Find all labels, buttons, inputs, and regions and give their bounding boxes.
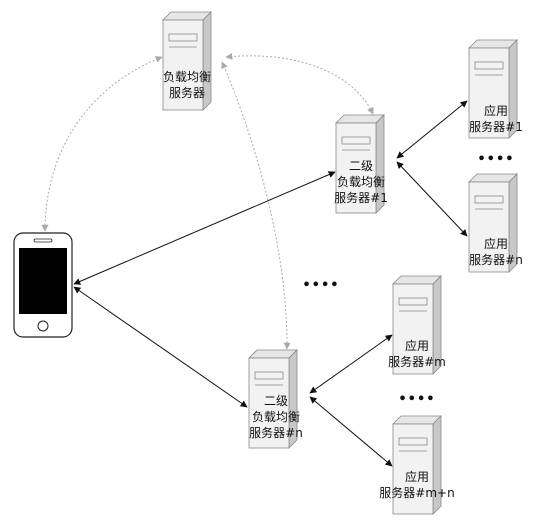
- app-m-plus-n-label-line2: 服务器#m+n: [379, 486, 455, 500]
- lb2-n-label: 二级 负载均衡 服务器#n: [249, 393, 303, 441]
- app-m-plus-n-label: 应用 服务器#m+n: [379, 469, 454, 501]
- link-top-lb-to-lb2-1: [225, 52, 374, 115]
- app-m-plus-n-label-line1: 应用: [404, 470, 429, 484]
- top-lb-label: 负载均衡 服务器: [163, 69, 211, 101]
- app-1-label-line2: 服务器#1: [469, 120, 523, 134]
- link-phone-to-lb2-n: [73, 286, 248, 408]
- link-top-lb-to-lb2-n: [221, 61, 291, 350]
- app-m-label-line2: 服务器#m: [388, 355, 446, 369]
- top-lb-label-line2: 服务器: [168, 86, 206, 100]
- lb2-n-label-line3: 服务器#n: [249, 426, 303, 440]
- lb2-1-label-line3: 服务器#1: [334, 191, 388, 205]
- app-n-label-line2: 服务器#n: [469, 253, 523, 267]
- lb2-1-label-line2: 负载均衡: [336, 175, 386, 189]
- lb2-n-label-line2: 负载均衡: [251, 410, 301, 424]
- ellipsis-lb2-servers: ••••: [302, 278, 340, 293]
- app-1-label: 应用 服务器#1: [469, 103, 523, 135]
- link-lb2-n-to-app-m-plus-n: [309, 396, 393, 467]
- app-1-label-line1: 应用: [483, 104, 509, 118]
- link-top-lb-to-phone: [41, 56, 163, 232]
- lb2-1-label-line1: 二级: [348, 159, 374, 173]
- link-phone-to-lb2-1: [73, 171, 336, 285]
- ellipsis-app-servers-bottom: ••••: [398, 392, 436, 407]
- lb2-n-label-line1: 二级: [263, 394, 289, 408]
- app-m-label: 应用 服务器#m: [388, 338, 446, 370]
- top-lb-label-line1: 负载均衡: [162, 70, 212, 84]
- mobile-phone-icon: [13, 232, 73, 338]
- link-lb2-1-to-app-1: [396, 100, 468, 159]
- link-lb2-1-to-app-n: [396, 161, 468, 237]
- link-lb2-n-to-app-m: [309, 334, 393, 394]
- app-n-label: 应用 服务器#n: [469, 236, 523, 268]
- app-n-label-line1: 应用: [483, 237, 509, 251]
- app-m-label-line1: 应用: [404, 339, 429, 353]
- ellipsis-app-servers-top: ••••: [477, 152, 515, 167]
- lb2-1-label: 二级 负载均衡 服务器#1: [334, 158, 388, 206]
